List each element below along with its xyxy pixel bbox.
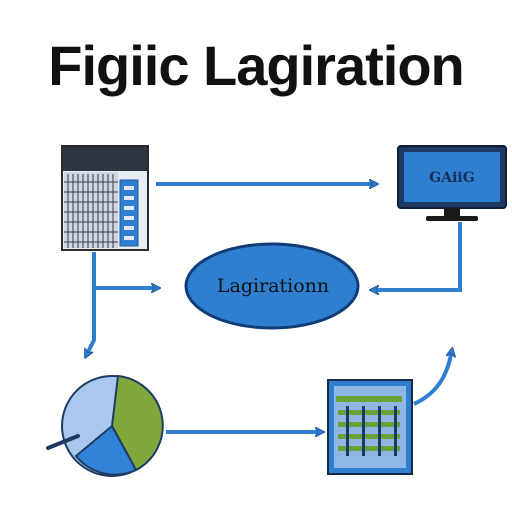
arrow-icon [92,252,158,288]
center-node-label: Lagirationn [216,275,330,297]
monitor-node-label: GAiiG [429,170,475,186]
arrow-icon [413,350,452,406]
spreadsheet-icon [61,145,149,251]
monitor-icon [397,145,507,221]
center-node [184,242,360,330]
arrow-icon [372,222,462,290]
table-chart-icon [327,379,413,475]
arrow-icon [86,288,96,356]
pie-chart-icon [46,374,164,477]
page-title: Figiic Lagiration [48,34,464,97]
connector-arrows [86,184,462,432]
